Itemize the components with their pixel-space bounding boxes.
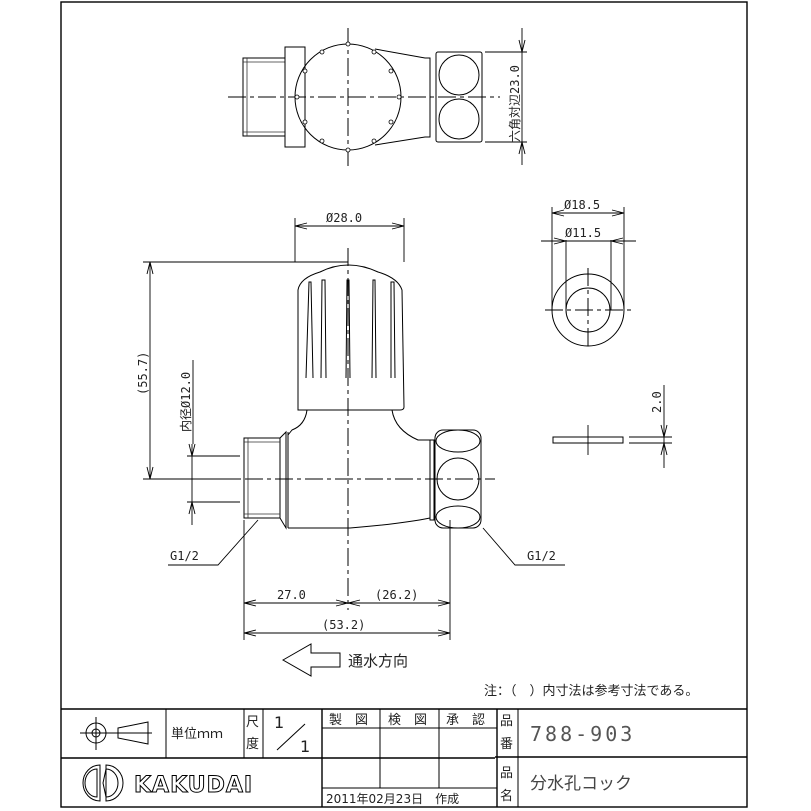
washer-thickness-label: 2.0: [650, 391, 664, 413]
hex-across-flats-label: 六角対辺23.0: [508, 65, 522, 142]
date-created: 2011年02月23日 作成: [326, 792, 459, 806]
scale-denominator: 1: [300, 737, 310, 756]
dim-right-label: (26.2): [375, 588, 418, 602]
title-block: 単位ｍｍ 尺 度 1 1 製 図 検 図 承 認 2011年02月23日 作成 …: [61, 708, 747, 807]
part-number: 788-903: [530, 722, 635, 746]
part-no-label-1: 品: [500, 714, 513, 729]
thread-left-label: G1/2: [170, 549, 199, 563]
drawing-frame: [60, 1, 748, 808]
washer-outer-diameter-label: Ø18.5: [564, 198, 600, 212]
part-name-label-2: 名: [500, 788, 513, 804]
handle-diameter-label: Ø28.0: [326, 211, 362, 225]
third-angle-projection-icon: [80, 717, 152, 750]
unit-label: 単位ｍｍ: [171, 726, 223, 742]
part-name-label-1: 品: [500, 766, 513, 781]
dim-left-label: 27.0: [277, 588, 306, 602]
part-name: 分水孔コック: [530, 774, 632, 794]
scale-numerator: 1: [274, 713, 284, 732]
front-view: Ø28.0 (55.7): [136, 211, 565, 677]
flow-direction-label: 通水方向: [348, 652, 408, 670]
brand-name: KAKUDAI: [134, 773, 253, 798]
kakudai-logo-icon: [82, 764, 124, 802]
dim-total-label: (53.2): [322, 618, 365, 632]
top-view: 六角対辺23.0: [228, 28, 527, 170]
approved-label: 承 認: [446, 712, 485, 728]
height-label: (55.7): [136, 352, 150, 395]
scale-label-2: 度: [246, 736, 259, 752]
inner-diameter-label: 内径Ø12.0: [179, 372, 193, 432]
thread-right-label: G1/2: [527, 549, 556, 563]
reference-dimension-note: 注：（ ）内寸法は参考寸法である。: [484, 683, 698, 699]
checked-label: 検 図: [388, 713, 427, 728]
washer-view: Ø18.5 Ø11.5 2.0: [541, 198, 672, 468]
flow-arrow-icon: [281, 643, 341, 677]
washer-inner-diameter-label: Ø11.5: [565, 226, 601, 240]
scale-label-1: 尺: [246, 715, 259, 730]
drawn-label: 製 図: [329, 713, 368, 728]
part-no-label-2: 番: [500, 737, 513, 752]
